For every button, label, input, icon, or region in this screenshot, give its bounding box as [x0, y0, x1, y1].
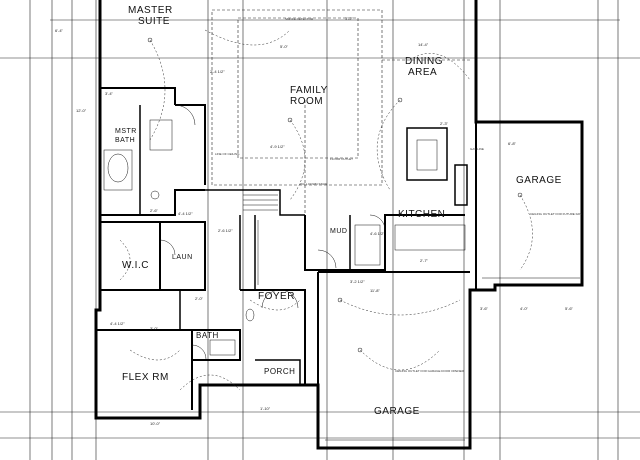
room-label-suite: SUITE: [138, 16, 170, 27]
room-label-porch: PORCH: [264, 367, 295, 376]
bath-fixtures: [103, 119, 255, 356]
room-label-wic: W.I.C: [122, 260, 149, 271]
room-label-bath: BATH: [196, 331, 219, 340]
dimension-strings: 6'-4" 2'-4 1/2" 12'-0" 3'-2" 5'-0" 2'-6"…: [55, 16, 574, 426]
room-label-bath-master: BATH: [115, 137, 135, 144]
dimension-text: 3'-4": [105, 91, 114, 96]
dimension-text: 12'-0": [76, 108, 87, 113]
dimension-text: 2'-4 1/2": [210, 69, 225, 74]
dimension-text: 4'-6 1/2": [370, 231, 385, 236]
dimension-text: 5'-6": [565, 306, 574, 311]
annotation-notes: CEILING OUTLET FOR FUTURE FAN CEILING OU…: [215, 17, 581, 373]
dimension-text: 3'-2 1/2": [350, 279, 365, 284]
dimension-text: 2'-7": [420, 258, 429, 263]
electrical-wiring: [119, 29, 533, 391]
exterior-walls: [94, 0, 584, 450]
room-label-area: AREA: [408, 67, 437, 78]
dimension-text: 4'-4 1/2": [178, 211, 193, 216]
dimension-text: 2'-0": [195, 296, 204, 301]
dimension-text: 6'-8": [508, 141, 517, 146]
room-label-laun: LAUN: [172, 254, 193, 261]
dimension-text: 4'-0": [520, 306, 529, 311]
door-swings: [159, 104, 386, 360]
dimension-text: 14'-4": [418, 42, 429, 47]
dimension-text: 4'-9 1/2": [270, 144, 285, 149]
room-label-family: FAMILY: [290, 85, 328, 96]
dimension-text: 2'-6 1/2": [218, 228, 233, 233]
dimension-text: 3'-6": [480, 306, 489, 311]
room-label-mstr: MSTR: [115, 128, 137, 135]
dimension-text: 5'-0": [280, 44, 289, 49]
room-label-flex: FLEX RM: [122, 372, 169, 383]
stair-treads: [243, 194, 278, 285]
room-labels: MASTER SUITE FAMILY ROOM DINING AREA MST…: [115, 5, 562, 417]
dimension-text: 11'-8": [370, 288, 380, 293]
dimension-text: 2'-6": [150, 208, 159, 213]
note-text: CEILING OUTLET FOR FUTURE FAN: [530, 212, 581, 216]
room-label-dining: DINING: [405, 56, 443, 67]
room-label-foyer: FOYER: [258, 291, 295, 302]
dimension-text: 6'-4": [55, 28, 64, 33]
note-text: LINE OF CEILING: [215, 152, 240, 156]
room-label-room: ROOM: [290, 96, 323, 107]
interior-walls: [96, 87, 477, 410]
dimension-text: 3'-0": [150, 326, 159, 331]
garage-slab-lines: [325, 277, 580, 441]
dimension-text: 3'-2": [345, 16, 354, 21]
room-label-master: MASTER: [128, 5, 173, 16]
room-label-garage-main: GARAGE: [374, 406, 420, 417]
note-text: PULL DOWN STAIR: [300, 182, 328, 186]
room-label-garage-right: GARAGE: [516, 175, 562, 186]
ceiling-lines: [211, 9, 470, 215]
note-text: SMOKE DETECTOR: [285, 17, 314, 21]
dimension-text: 2'-3": [440, 121, 449, 126]
dimension-text: 1'-10": [260, 406, 271, 411]
note-text: FLOOR OUTLET: [330, 157, 353, 161]
note-text: GAS LINE: [470, 147, 484, 151]
dimension-text: 10'-0": [150, 421, 161, 426]
dimension-text: 4'-4 1/2": [110, 321, 125, 326]
room-label-mud: MUD: [330, 228, 347, 235]
room-label-kitchen: KITCHEN: [398, 209, 445, 220]
note-text: CEILING OUTLET FOR GARAGE DOOR OPENER: [395, 369, 465, 373]
